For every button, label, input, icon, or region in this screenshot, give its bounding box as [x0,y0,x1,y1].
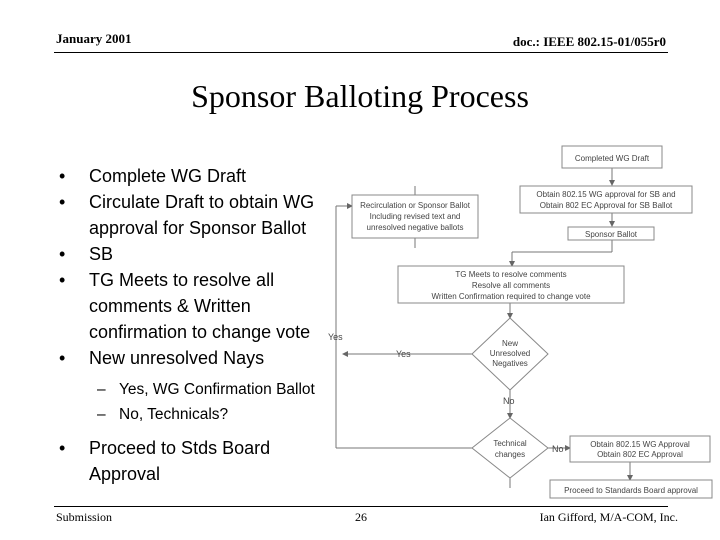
box-recirculation [351,194,479,239]
box-obtain-approval [569,435,711,463]
box-tg-text: TG Meets to resolve comments [455,270,566,279]
bullet-item: • New unresolved Nays [57,345,319,371]
diamond-new-negatives [471,317,549,391]
box-sponsor-text: Sponsor Ballot [585,230,638,239]
label-yes-left: Yes [328,332,343,342]
header-doc-id: doc.: IEEE 802.15-01/055r0 [512,34,666,49]
bullet-line: Proceed to Stds Board [89,438,271,458]
footer-rule [54,506,668,507]
flowchart: Completed WG Draft Obtain 802.15 WG appr… [328,145,713,499]
box-completed-draft [561,145,663,169]
sub-bullet-item: – Yes, WG Confirmation Ballot [57,377,319,402]
diamond-new-text: New [502,339,518,348]
sub-bullet-text: Yes, WG Confirmation Ballot [119,381,315,398]
bullet-item: • TG Meets to resolve all comments & Wri… [57,267,319,345]
bullet-line: New unresolved Nays [89,348,265,368]
diamond-tech-text: Technical [493,439,527,448]
box-obtain-text: Obtain 802.15 WG Approval [590,440,690,449]
bullet-marker: • [59,348,66,368]
bullet-line: SB [89,244,114,264]
footer-page-number: 26 [355,510,367,524]
sub-bullet-text: No, Technicals? [119,406,229,423]
bullet-line: Circulate Draft to obtain WG [89,192,315,212]
label-no: No [503,396,515,406]
bullet-marker: • [59,438,66,458]
bullet-marker: • [59,244,66,264]
diamond-tech-text: changes [495,450,525,459]
bullet-list: • Complete WG Draft • Circulate Draft to… [57,163,319,487]
bullet-item: • Complete WG Draft [57,163,319,189]
box-recirc-text: Including revised text and [370,212,461,221]
bullet-item: • SB [57,241,319,267]
footer-author: Ian Gifford, M/A-COM, Inc. [539,510,678,524]
header-date: January 2001 [56,31,132,46]
box-circulate-text: Obtain 802.15 WG approval for SB and [536,190,675,199]
box-circulate-text: Obtain 802 EC Approval for SB Ballot [540,201,673,210]
box-proceed-text: Proceed to Standards Board approval [564,486,698,495]
box-proceed-standards [549,479,713,499]
label-yes: Yes [396,349,411,359]
connector-lines [335,168,633,488]
sub-bullet-marker: – [97,406,106,423]
box-completed-draft-text: Completed WG Draft [575,154,650,163]
bullet-item: • Proceed to Stds Board Approval [57,435,319,487]
box-tg-meets [397,265,625,304]
bullet-line: comments & Written [89,296,251,316]
bullet-line: Complete WG Draft [89,166,247,186]
box-tg-text: Written Confirmation required to change … [431,292,591,301]
header-rule [54,52,668,53]
box-sponsor-ballot [567,226,655,241]
bullet-marker: • [59,166,66,186]
sub-bullet-marker: – [97,381,106,398]
box-obtain-text: Obtain 802 EC Approval [597,450,683,459]
diamond-technical-changes [471,417,549,479]
box-circulate-draft [519,185,693,214]
sub-bullet-item: – No, Technicals? [57,402,319,427]
bullet-line: confirmation to change vote [89,322,311,342]
box-recirc-text: unresolved negative ballots [367,223,464,232]
label-no-technical: No [552,444,564,454]
bullet-marker: • [59,192,66,212]
footer-submission: Submission [56,510,113,524]
bullet-line: Approval [89,464,161,484]
diamond-new-text: Negatives [492,359,528,368]
spacer [57,427,319,435]
box-recirc-text: Recirculation or Sponsor Ballot [360,201,471,210]
bullet-line: approval for Sponsor Ballot [89,218,307,238]
bullet-line: TG Meets to resolve all [89,270,275,290]
box-tg-text: Resolve all comments [472,281,550,290]
slide-title: Sponsor Balloting Process [191,78,529,114]
bullet-marker: • [59,270,66,290]
diamond-new-text: Unresolved [490,349,530,358]
bullet-item: • Circulate Draft to obtain WG approval … [57,189,319,241]
